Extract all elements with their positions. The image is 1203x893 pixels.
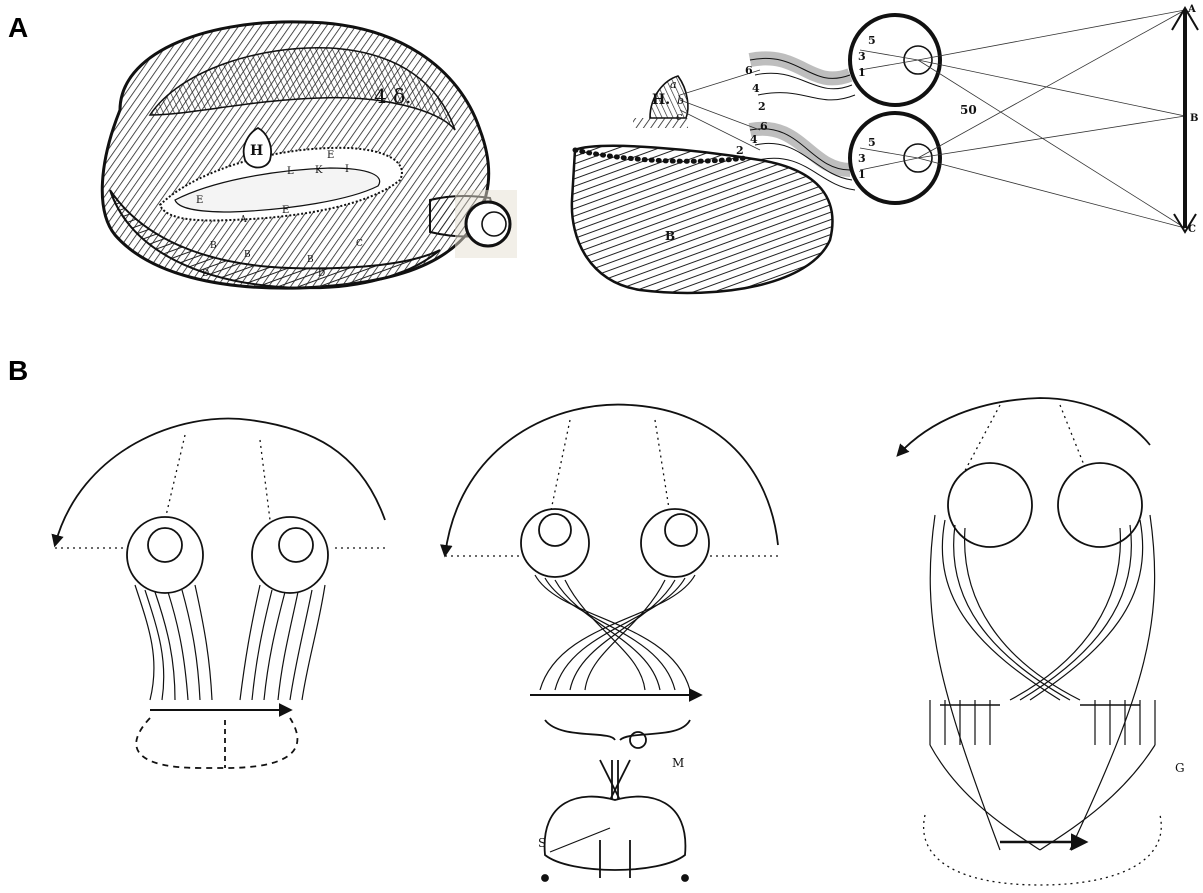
optics-label-h: H. [652,92,670,108]
brain-label-h: H [250,143,263,159]
optics-label-3b: 3 [858,152,866,165]
optics-fig-number: 50 [960,103,977,117]
optics-label-2a: 2 [758,100,766,113]
brain-label-e1: E [196,195,203,206]
diagram-uncrossed-pathways [55,419,385,768]
optics-label-4b: 4 [750,133,758,146]
brain-label-c: C [356,239,363,249]
brain-label-e3: E [282,205,289,216]
brain-dissection-figure: 4 δ. H E E E L K I A B B B C D D [102,22,517,288]
brain-label-b2: B [244,250,251,260]
optics-label-a: a [670,78,677,91]
optics-label-1a: 1 [858,66,866,79]
optics-label-5a: 5 [868,34,876,47]
middle-label-m: M [672,756,684,770]
brain-label-b1: B [210,241,217,251]
brain-label-i: I [345,164,349,175]
optics-label-3a: 3 [858,50,866,63]
diagram-crossed-pathways-g [898,398,1161,885]
optics-label-4a: 4 [752,82,760,95]
brain-label-e2: E [327,150,334,161]
brain-label-d2: D [318,269,325,279]
optics-label-b: b [677,94,684,107]
brain-label-k: K [315,165,323,176]
brain-label-b3: B [307,255,314,265]
brain-label-l: L [287,166,294,177]
optics-label-c: c [676,110,682,123]
middle-label-s: S [538,836,546,850]
optics-label-1b: 1 [858,168,866,181]
optics-label-6b: 6 [760,120,768,133]
optics-label-arrow-c: C [1188,224,1196,235]
optics-label-arrow-a: A [1187,4,1196,15]
optics-label-6a: 6 [745,64,753,77]
brain-label-d1: D [202,269,209,279]
optics-diagram-figure: H. a b c 6 4 2 6 4 2 5 3 1 5 3 1 50 A B … [572,4,1199,293]
diagram-crossed-pathways [445,405,778,881]
brain-label-a: A [239,215,247,225]
brain-fig-number: 4 δ. [374,84,411,108]
optics-label-brain-b: B [665,229,675,243]
optics-label-arrow-b: B [1190,113,1198,124]
right-label-g: G [1175,761,1185,775]
optics-label-5b: 5 [868,136,876,149]
optics-label-2b: 2 [736,144,744,157]
